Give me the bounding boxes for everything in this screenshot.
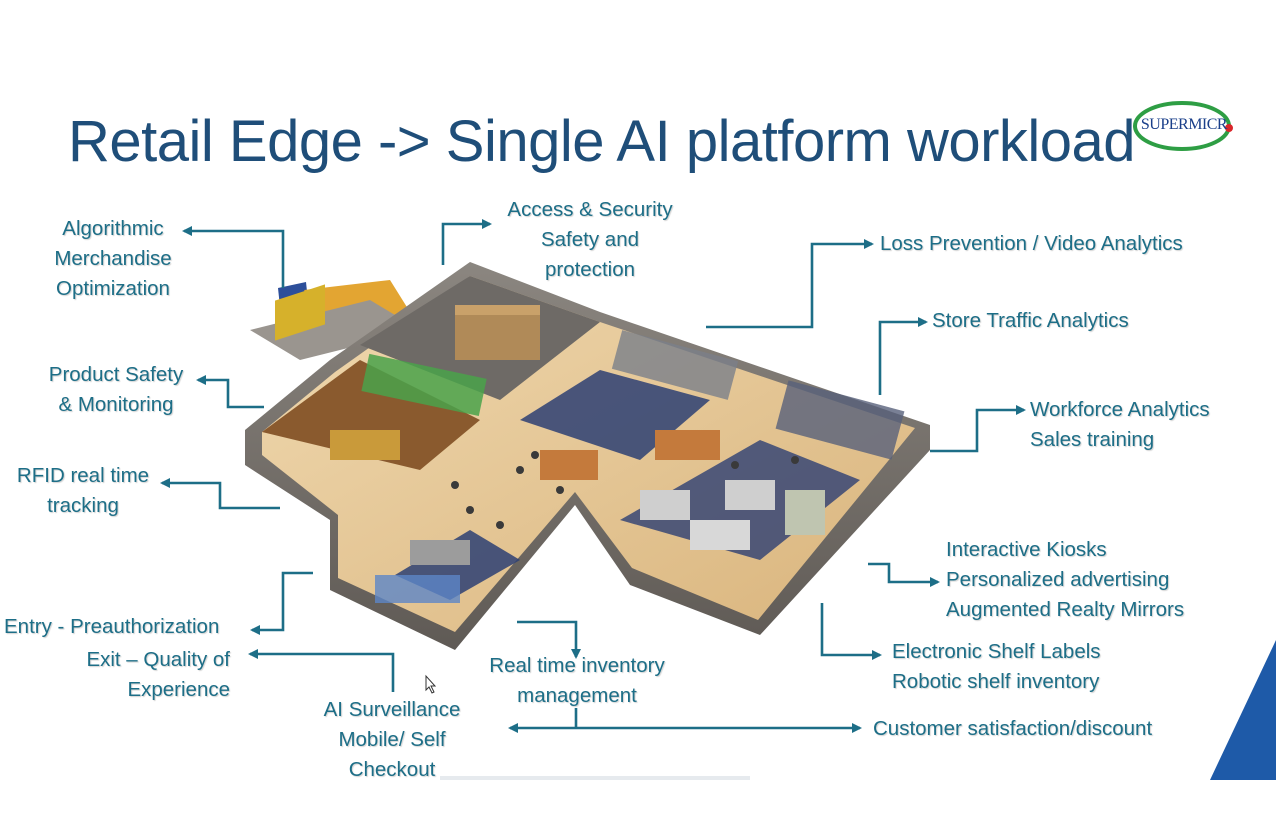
arrow-rfid bbox=[160, 478, 280, 510]
logo-ellipse-icon bbox=[1133, 101, 1233, 151]
label-entry: Entry - Preauthorization bbox=[4, 615, 220, 638]
logo-text: SUPERMICR bbox=[1140, 116, 1228, 133]
arrow-product bbox=[196, 375, 264, 409]
bottom-strip bbox=[440, 776, 750, 780]
arrow-access bbox=[441, 219, 492, 265]
supermicro-logo: SUPERMICR bbox=[1132, 100, 1236, 152]
arrow-traffic bbox=[878, 317, 928, 395]
arrow-kiosks bbox=[868, 562, 940, 587]
arrow-algorithmic bbox=[182, 226, 285, 288]
slide-title: Retail Edge -> Single AI platform worklo… bbox=[68, 109, 1136, 174]
arrow-workforce bbox=[930, 405, 1026, 453]
mouse-cursor-icon bbox=[425, 674, 437, 694]
corner-accent bbox=[1210, 640, 1276, 780]
arrow-inventory bbox=[517, 620, 581, 659]
arrow-exit bbox=[248, 649, 395, 692]
label-satisfaction: Customer satisfaction/discount bbox=[873, 717, 1153, 740]
label-product-safety: Product Safety& Monitoring bbox=[48, 363, 184, 416]
label-loss-prevention: Loss Prevention / Video Analytics bbox=[880, 232, 1183, 255]
arrow-entry bbox=[250, 571, 313, 635]
arrow-loss bbox=[706, 239, 874, 329]
arrow-shelf bbox=[820, 603, 882, 660]
label-store-traffic: Store Traffic Analytics bbox=[932, 309, 1129, 332]
